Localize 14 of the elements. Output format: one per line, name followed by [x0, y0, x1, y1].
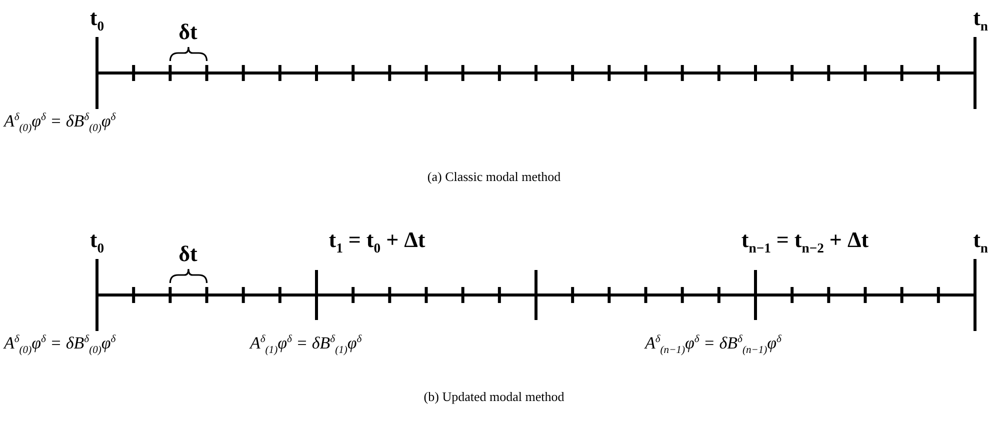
time-label: t$_{n}$ [973, 228, 988, 256]
time-label: t$_{0}$ [90, 6, 104, 34]
equation: A$^{δ}$$_{(0)}$φ$^{δ}$ = δB$^{δ}$$_{(0)}$φ$^{δ}$ [4, 334, 116, 357]
time-label: t$_{0}$ [90, 228, 104, 256]
caption: (a) Classic modal method [427, 170, 561, 184]
caption: (b) Updated modal method [424, 390, 564, 404]
time-label: t$_{n}$ [973, 6, 988, 34]
interval-label: δt [178, 20, 198, 44]
equation: A$^{δ}$$_{(n−1)}$φ$^{δ}$ = δB$^{δ}$$_{(n−1)}$φ$^{δ}$ [645, 334, 782, 357]
time-label: t$_{1}$ = t$_{0}$ + Δt [328, 228, 426, 256]
equation: A$^{δ}$$_{(0)}$φ$^{δ}$ = δB$^{δ}$$_{(0)}$φ$^{δ}$ [4, 112, 116, 135]
time-label: t$_{n−1}$ = t$_{n−2}$ + Δt [741, 228, 869, 256]
interval-label: δt [178, 242, 198, 266]
equation: A$^{δ}$$_{(1)}$φ$^{δ}$ = δB$^{δ}$$_{(1)}$φ$^{δ}$ [250, 334, 362, 357]
